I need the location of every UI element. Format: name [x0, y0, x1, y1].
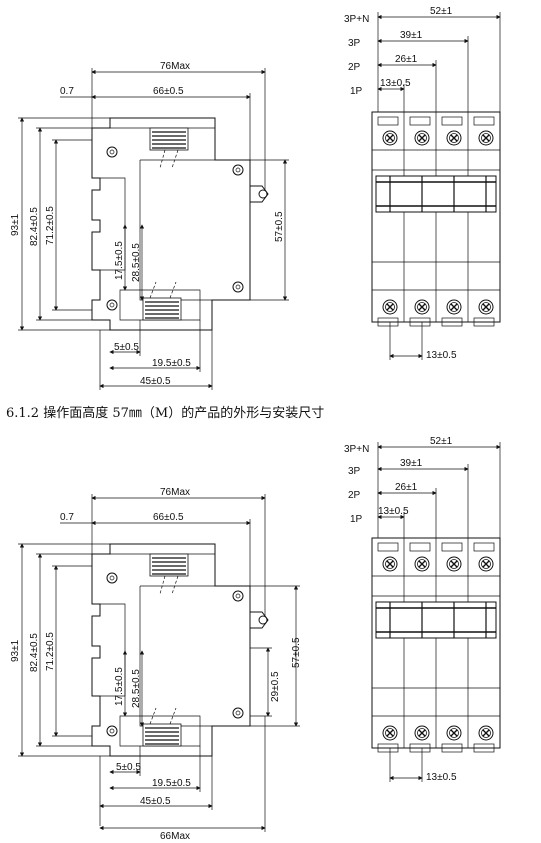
dim-5-b: 5±0.5: [116, 762, 141, 773]
dim-66-b: 66±0.5: [153, 512, 184, 523]
pole-label-3p-b: 3P: [348, 466, 361, 477]
bottom-side-view: 76Max 66±0.5 0.7 93±1 82.4±0.5 71.2±0.5 …: [10, 487, 302, 842]
dim-45-b: 45±0.5: [140, 796, 171, 807]
top-side-view: 76Max 66±0.5 0.7 93±1 82.4±0.5 71.2±0.5 …: [10, 61, 289, 390]
dim-13-1p: 13±0.5: [380, 78, 411, 89]
dim-52: 52±1: [430, 6, 453, 17]
dim-82-4-b: 82.4±0.5: [29, 633, 40, 672]
dim-39-b: 39±1: [400, 458, 423, 469]
dim-52-b: 52±1: [430, 436, 453, 447]
pole-label-1p: 1P: [350, 86, 363, 97]
dim-28-5-b: 28.5±0.5: [131, 669, 142, 708]
dim-71-2: 71.2±0.5: [45, 206, 56, 245]
pole-label-2p-b: 2P: [348, 490, 361, 501]
dim-5: 5±0.5: [114, 342, 139, 353]
section-heading: 6.1.2 操作面高度 57㎜（M）的产品的外形与安装尺寸: [6, 406, 325, 421]
dim-19-5-b: 19.5±0.5: [152, 778, 191, 789]
dim-57-b: 57±0.5: [291, 637, 302, 668]
dim-0-7-b: 0.7: [60, 512, 74, 523]
dim-66: 66±0.5: [153, 86, 184, 97]
dim-0-7: 0.7: [60, 86, 74, 97]
dim-13-pitch-b: 13±0.5: [426, 772, 457, 783]
bottom-front-view: 3P+N 3P 2P 1P 52±1 39±1 26±1 13±0.5 13±0…: [344, 436, 500, 783]
dim-17-5-b: 17.5±0.5: [114, 667, 125, 706]
dim-93-b: 93±1: [10, 639, 21, 662]
dim-19-5: 19.5±0.5: [152, 358, 191, 369]
dim-76max-b: 76Max: [160, 487, 190, 498]
dim-93: 93±1: [10, 213, 21, 236]
dim-82-4: 82.4±0.5: [29, 207, 40, 246]
dim-13-pitch: 13±0.5: [426, 350, 457, 361]
dim-17-5: 17.5±0.5: [114, 241, 125, 280]
dim-76max: 76Max: [160, 61, 190, 72]
dim-28-5: 28.5±0.5: [131, 243, 142, 282]
dim-29: 29±0.5: [270, 671, 281, 702]
dim-45: 45±0.5: [140, 376, 171, 387]
top-front-view: 3P+N 3P 2P 1P 52±1 39±1 26±1 13±0.5 13±0…: [344, 6, 500, 361]
dim-66max: 66Max: [160, 831, 190, 842]
pole-label-3pn: 3P+N: [344, 14, 369, 25]
pole-label-3pn-b: 3P+N: [344, 444, 369, 455]
dim-26-b: 26±1: [395, 482, 418, 493]
dim-71-2-b: 71.2±0.5: [45, 632, 56, 671]
pole-label-2p: 2P: [348, 62, 361, 73]
pole-label-3p: 3P: [348, 38, 361, 49]
pole-label-1p-b: 1P: [350, 514, 363, 525]
dim-39: 39±1: [400, 30, 423, 41]
dim-13-1p-b: 13±0.5: [378, 506, 409, 517]
dim-57: 57±0.5: [274, 211, 285, 242]
dim-26: 26±1: [395, 54, 418, 65]
